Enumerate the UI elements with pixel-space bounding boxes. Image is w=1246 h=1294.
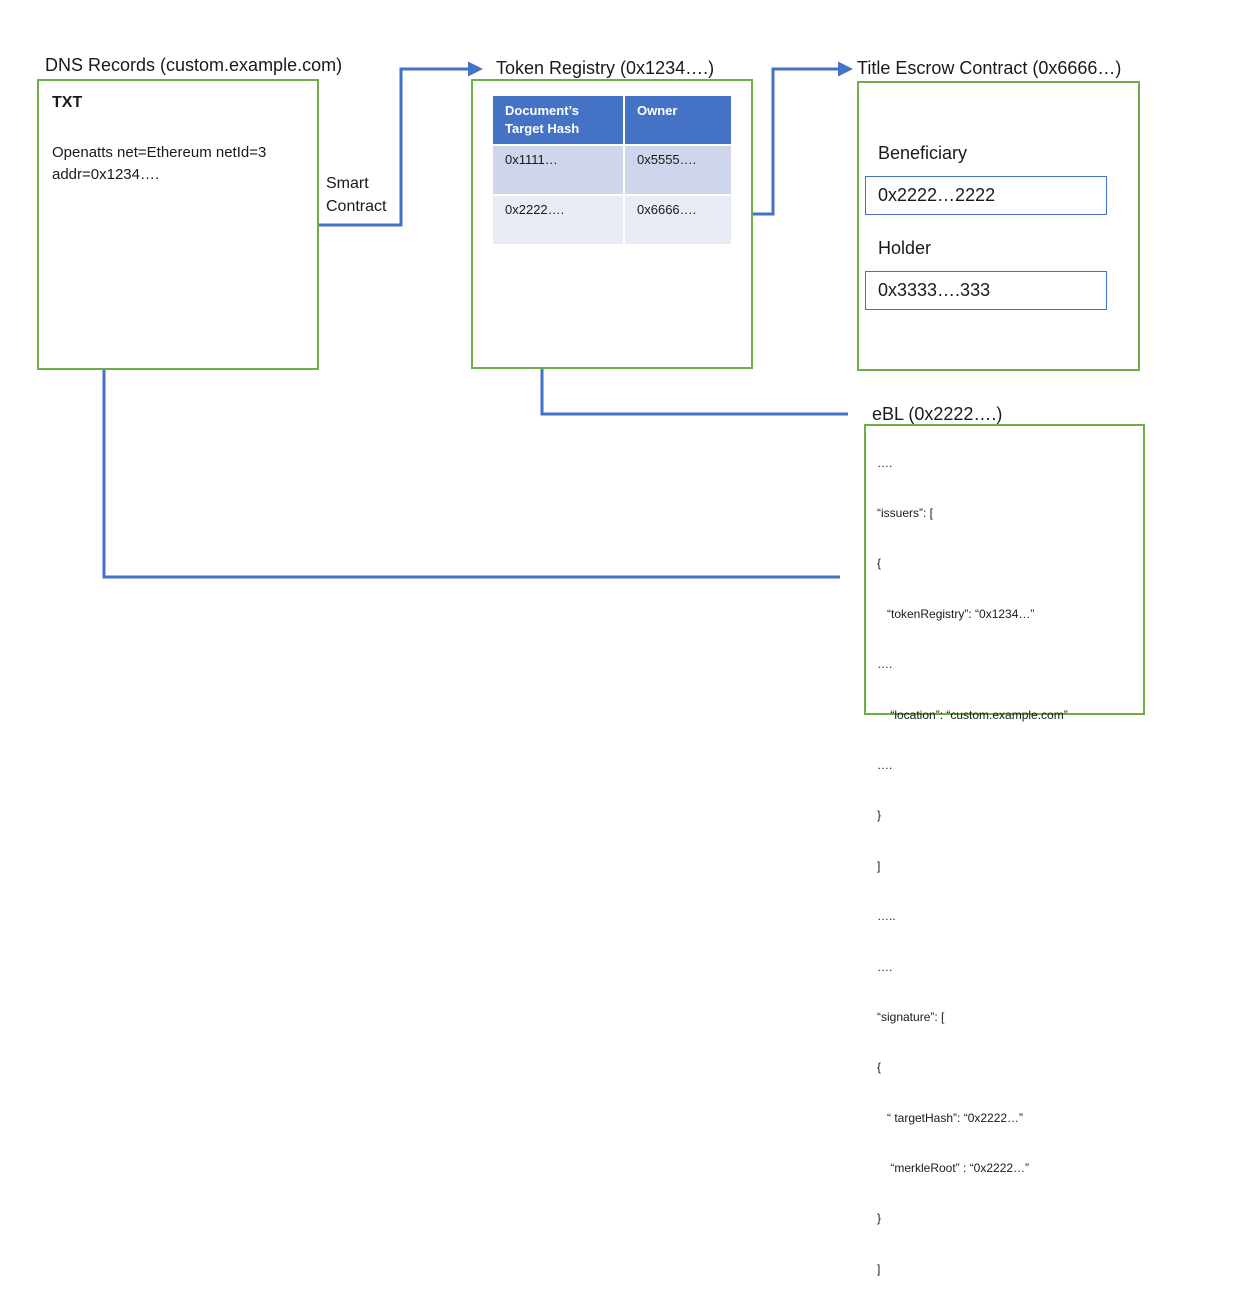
registry-table: Document’s Target Hash Owner 0x1111… 0x5… [491, 94, 733, 246]
json-line: …. [877, 757, 893, 772]
table-row: 0x2222…. 0x6666…. [491, 194, 733, 246]
registry-header-row: Document’s Target Hash Owner [491, 94, 733, 146]
column-header-target-hash: Document’s Target Hash [491, 94, 625, 146]
json-line: ] [877, 1261, 881, 1276]
beneficiary-field: 0x2222…2222 [865, 176, 1107, 215]
json-line: “ targetHash”: “0x2222…” [877, 1110, 1024, 1125]
table-row: 0x1111… 0x5555…. [491, 144, 733, 196]
ebl-json: …. “issuers”: [ { “tokenRegistry”: “0x12… [877, 421, 1068, 1294]
json-line: “signature”: [ [877, 1009, 945, 1024]
column-header-owner: Owner [623, 94, 733, 146]
txt-record-type: TXT [52, 94, 83, 111]
smart-contract-label-line-2: Contract [326, 198, 387, 215]
txt-record-value: Openatts net=Ethereum netId=3 addr=0x123… [52, 142, 266, 186]
dns-records-box: TXT Openatts net=Ethereum netId=3 addr=0… [37, 79, 319, 370]
json-line: } [877, 808, 882, 823]
escrow-title: Title Escrow Contract (0x6666…) [857, 58, 1122, 78]
json-line: …. [877, 959, 893, 974]
registry-title: Token Registry (0x1234….) [496, 58, 715, 78]
ebl-document-box [864, 424, 1145, 715]
ebl-title: eBL (0x2222….) [872, 404, 1003, 424]
json-line: “location”: “custom.example.com” [877, 707, 1068, 722]
smart-contract-label-line-1: Smart [326, 175, 369, 192]
json-line: } [877, 1211, 882, 1226]
cell-hash: 0x1111… [491, 144, 625, 196]
txt-record-line-2: addr=0x1234…. [52, 166, 160, 183]
holder-field: 0x3333….333 [865, 271, 1107, 310]
json-line: { [877, 1060, 882, 1075]
json-line: “tokenRegistry”: “0x1234…” [877, 606, 1035, 621]
cell-owner: 0x6666…. [623, 194, 733, 246]
holder-label: Holder [878, 238, 932, 258]
beneficiary-label: Beneficiary [878, 143, 968, 163]
cell-owner: 0x5555…. [623, 144, 733, 196]
json-line: “issuers”: [ [877, 505, 934, 520]
json-line: ] [877, 858, 881, 873]
json-line: …. [877, 455, 893, 470]
smart-contract-label: Smart Contract [326, 172, 386, 218]
json-line: ….. [877, 909, 896, 924]
title-escrow-box [857, 81, 1140, 371]
dns-title: DNS Records (custom.example.com) [45, 55, 343, 75]
json-line: { [877, 556, 882, 571]
json-line: “merkleRoot” : “0x2222…” [877, 1161, 1030, 1176]
json-line: …. [877, 657, 893, 672]
txt-record-line-1: Openatts net=Ethereum netId=3 [52, 144, 267, 161]
cell-hash: 0x2222…. [491, 194, 625, 246]
